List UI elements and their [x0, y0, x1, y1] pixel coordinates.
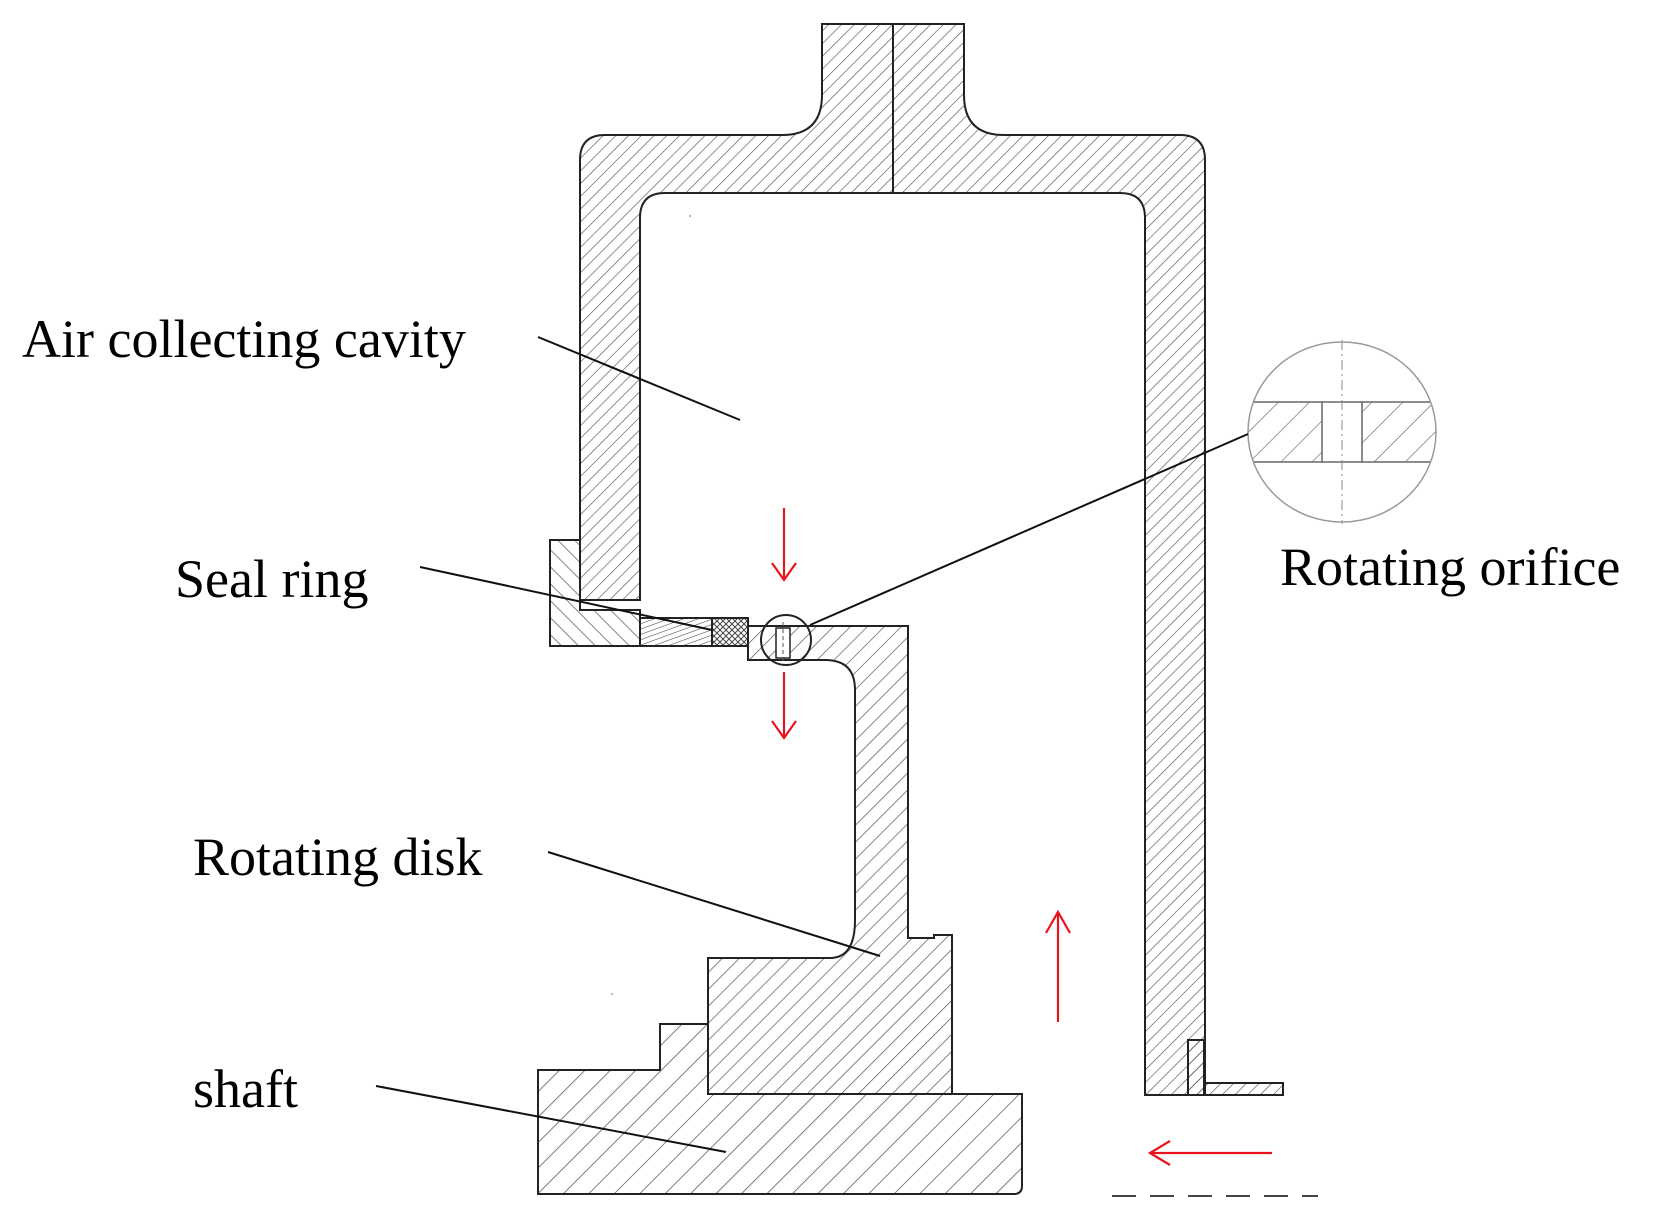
casing-foot	[1187, 1039, 1205, 1096]
arrow-left-bottom	[1147, 1140, 1272, 1166]
leader-shaft	[375, 1085, 727, 1153]
casing-wall	[579, 23, 1206, 1096]
rotating-disk	[707, 625, 953, 1095]
casing-flange	[1204, 1082, 1284, 1096]
orifice-marker-circle	[760, 614, 812, 666]
arrow-down-upper	[771, 508, 797, 582]
leader-air-cavity	[537, 336, 741, 421]
shaft-body	[537, 1023, 1023, 1195]
arrow-down-lower	[771, 672, 797, 740]
seal-housing	[549, 539, 641, 647]
leader-rotating-disk	[547, 851, 881, 957]
seal-ring-part	[711, 617, 749, 647]
arrow-up-right	[1045, 909, 1071, 1022]
label-seal-ring: Seal ring	[175, 549, 369, 609]
leader-orifice	[809, 433, 1249, 626]
label-shaft: shaft	[193, 1059, 298, 1119]
label-rotating-disk: Rotating disk	[193, 827, 483, 887]
label-air-collecting-cavity: Air collecting cavity	[22, 309, 466, 369]
flow-arrows	[771, 508, 1272, 1166]
label-rotating-orifice: Rotating orifice	[1280, 537, 1621, 597]
orifice-detail-view	[1247, 340, 1437, 524]
leader-seal-ring	[419, 566, 713, 631]
